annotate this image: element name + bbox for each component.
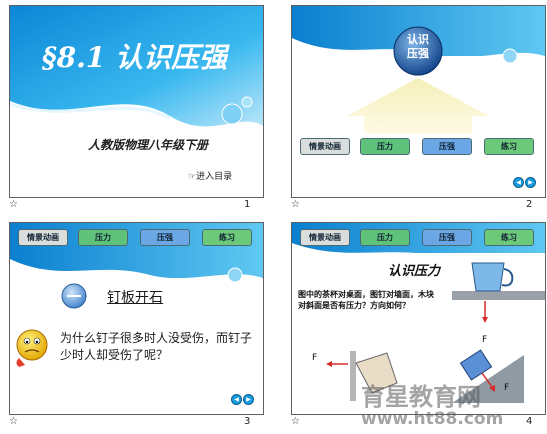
slide-3-star-icon: ☆ bbox=[9, 416, 18, 427]
enter-directory-link[interactable]: ☞进入目录 bbox=[188, 172, 233, 182]
menu-scene-animation-button[interactable]: 情景动画 bbox=[300, 138, 350, 155]
slide-2-star-icon: ☆ bbox=[291, 199, 300, 210]
slide-2-background bbox=[292, 6, 545, 134]
prev-arrow-icon[interactable]: ◀ bbox=[231, 394, 242, 405]
menu-pressure-force-button[interactable]: 压力 bbox=[360, 138, 410, 155]
force-label-incline: F bbox=[504, 383, 510, 393]
menu-pressure-button[interactable]: 压强 bbox=[422, 229, 472, 246]
nail-board-title[interactable]: 钉板开石 bbox=[107, 290, 163, 306]
slide-1-star-icon: ☆ bbox=[9, 199, 18, 210]
menu-exercise-button[interactable]: 练习 bbox=[484, 229, 534, 246]
force-label-table: F bbox=[482, 335, 488, 345]
prev-arrow-icon[interactable]: ◀ bbox=[513, 177, 524, 188]
next-arrow-icon[interactable]: ▶ bbox=[525, 177, 536, 188]
menu-pressure-force-button[interactable]: 压力 bbox=[78, 229, 128, 246]
recognize-force-title: 认识压力 bbox=[388, 264, 441, 279]
watermark-logo: 育星教育网 www.ht88.com bbox=[355, 377, 547, 434]
slide-4-star-icon: ☆ bbox=[291, 416, 300, 427]
watermark-url: www.ht88.com bbox=[361, 409, 504, 429]
menu-exercise-button[interactable]: 练习 bbox=[484, 138, 534, 155]
slide-2-thumbnail[interactable]: 认识 压强 情景动画 压力 压强 练习 ◀ ▶ bbox=[291, 5, 546, 198]
slide-4-thumbnail[interactable]: 情景动画 压力 压强 练习 认识压力 图中的茶杯对桌面，图钉对墙面，木块对斜面是… bbox=[291, 222, 546, 415]
slide-1-background bbox=[10, 6, 263, 197]
force-label-wall: F bbox=[312, 353, 318, 363]
slide-3-number: 3 bbox=[244, 416, 251, 427]
recognize-pressure-badge: 认识 压强 bbox=[407, 33, 429, 60]
slide-1-number: 1 bbox=[244, 199, 251, 210]
slide-1-subtitle: 人教版物理八年级下册 bbox=[88, 138, 209, 152]
slide-3-background bbox=[10, 223, 263, 367]
slide-2-number: 2 bbox=[526, 199, 533, 210]
menu-scene-animation-button[interactable]: 情景动画 bbox=[300, 229, 350, 246]
slide-4-number: 4 bbox=[526, 416, 533, 427]
menu-exercise-button[interactable]: 练习 bbox=[202, 229, 252, 246]
slide-3-thumbnail[interactable]: 情景动画 压力 压强 练习 钉板开石 为什么钉子很多时人没受伤，而钉子少时人却受… bbox=[9, 222, 264, 415]
nail-question-text: 为什么钉子很多时人没受伤，而钉子少时人却受伤了呢？ bbox=[60, 331, 253, 362]
menu-scene-animation-button[interactable]: 情景动画 bbox=[18, 229, 68, 246]
menu-pressure-button[interactable]: 压强 bbox=[422, 138, 472, 155]
menu-pressure-force-button[interactable]: 压力 bbox=[360, 229, 410, 246]
next-arrow-icon[interactable]: ▶ bbox=[243, 394, 254, 405]
menu-pressure-button[interactable]: 压强 bbox=[140, 229, 190, 246]
slide-1-thumbnail[interactable]: §8.1 认识压强 人教版物理八年级下册 ☞进入目录 bbox=[9, 5, 264, 198]
slide-1-title: §8.1 认识压强 bbox=[42, 41, 228, 74]
force-question-text: 图中的茶杯对桌面，图钉对墙面，木块对斜面是否有压力？方向如何？ bbox=[298, 290, 434, 310]
watermark-brand: 育星教育网 bbox=[361, 383, 481, 411]
